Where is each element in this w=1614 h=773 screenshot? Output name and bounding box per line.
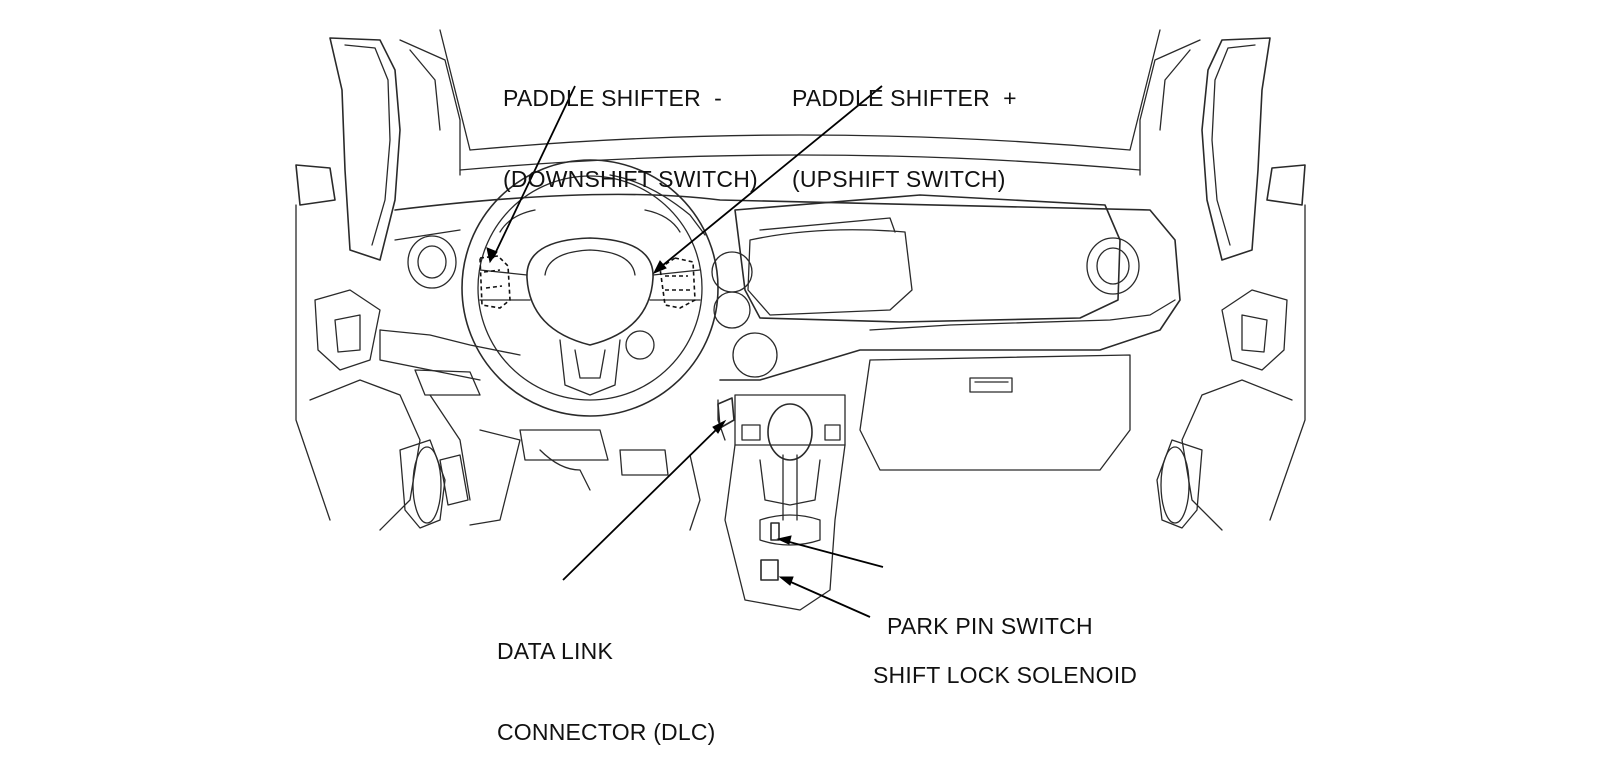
label-shift-lock-solenoid: SHIFT LOCK SOLENOID (873, 608, 1137, 716)
leader-dlc (562, 423, 723, 581)
label-paddle-minus-line1: PADDLE SHIFTER - (503, 85, 722, 111)
leader-park-pin (781, 539, 884, 568)
label-paddle-plus-line2: (UPSHIFT SWITCH) (792, 166, 1006, 192)
diagram-canvas: PADDLE SHIFTER - (DOWNSHIFT SWITCH) PADD… (295, 29, 1306, 745)
car-interior-illustration (295, 29, 1306, 618)
label-paddle-shifter-plus: PADDLE SHIFTER + (UPSHIFT SWITCH) (792, 31, 1017, 220)
steering-wheel (461, 159, 719, 417)
center-console (717, 394, 846, 611)
label-paddle-shifter-minus: PADDLE SHIFTER - (DOWNSHIFT SWITCH) (503, 31, 758, 220)
left-door-frame (295, 37, 461, 531)
right-door-frame (1139, 37, 1306, 531)
label-park-pin-switch: PARK PIN SWITCH (887, 559, 1093, 667)
park-pin-box (770, 522, 780, 541)
leader-paddle-minus (492, 85, 576, 259)
leader-lines (486, 85, 884, 618)
label-paddle-minus-line2: (DOWNSHIFT SWITCH) (503, 166, 758, 192)
leader-shift-lock (783, 578, 871, 618)
windshield-frame (439, 29, 1161, 171)
label-dlc-line1: DATA LINK (497, 638, 613, 664)
label-park-pin-line1: PARK PIN SWITCH (887, 613, 1093, 639)
label-dlc-line2: CONNECTOR (DLC) (497, 719, 716, 745)
dashboard (379, 193, 1181, 531)
dlc-box (717, 397, 735, 429)
label-paddle-plus-line1: PADDLE SHIFTER + (792, 85, 1017, 111)
label-data-link-connector: DATA LINK CONNECTOR (DLC) (497, 584, 716, 773)
leader-paddle-plus (656, 85, 883, 271)
label-shift-lock-line1: SHIFT LOCK SOLENOID (873, 662, 1138, 688)
paddle-minus-outline (479, 255, 511, 309)
shift-lock-box (760, 559, 779, 581)
